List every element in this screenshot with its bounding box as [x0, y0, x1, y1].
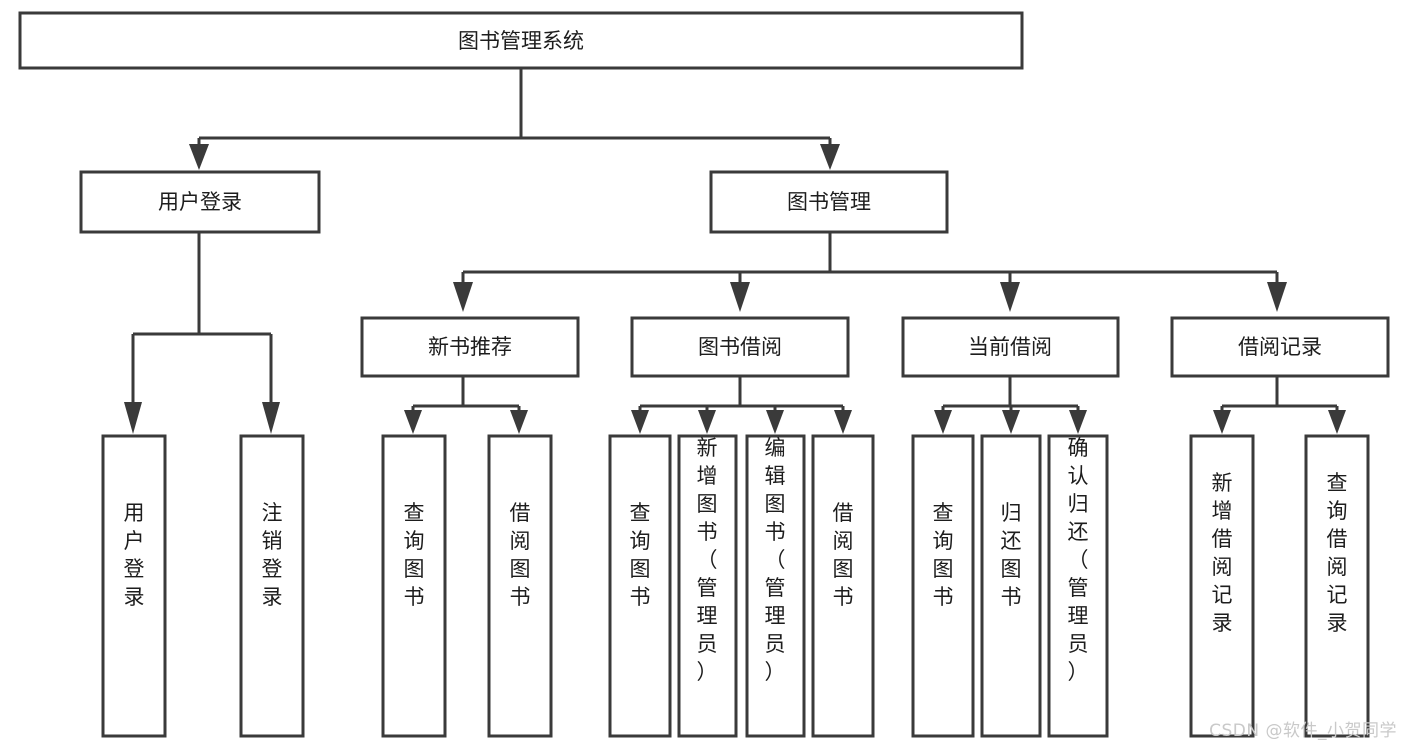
node-borrow-record-box[interactable] — [1170, 316, 1390, 378]
node-leaf-borrow-book-2-box[interactable] — [811, 434, 875, 738]
node-leaf-logout-login-label: 注销登录 — [262, 501, 283, 609]
node-root[interactable]: 图书管理系统 — [18, 11, 1024, 70]
node-leaf-query-borrow-record-label: 查询借阅记录 — [1327, 471, 1348, 635]
node-leaf-confirm-return-label: 确认归还（管理员） — [1068, 436, 1089, 684]
node-leaf-edit-book-box[interactable] — [745, 434, 806, 738]
arrow-to-book-borrow — [730, 282, 750, 312]
node-leaf-add-book[interactable]: 新增图书（管理员） — [677, 434, 738, 738]
node-leaf-query-book-1[interactable]: 查询图书 — [381, 434, 447, 738]
node-current-borrow[interactable]: 当前借阅 — [901, 316, 1120, 378]
node-leaf-logout-login[interactable]: 注销登录 — [239, 434, 305, 738]
node-leaf-edit-book-label: 编辑图书（管理员） — [765, 436, 786, 684]
node-current-borrow-label: 当前借阅 — [968, 335, 1052, 359]
node-leaf-query-book-2-box[interactable] — [608, 434, 672, 738]
node-new-book-recommend[interactable]: 新书推荐 — [360, 316, 580, 378]
node-leaf-return-book-label: 归还图书 — [1001, 501, 1022, 609]
node-leaf-query-borrow-record[interactable]: 查询借阅记录 — [1304, 434, 1370, 738]
node-leaf-query-book-3[interactable]: 查询图书 — [911, 434, 975, 738]
arrow-to-book-management — [820, 144, 840, 170]
arrow-to-leaf-borrow-book-2 — [834, 410, 852, 434]
node-leaf-confirm-return[interactable]: 确认归还（管理员） — [1047, 434, 1109, 738]
arrow-to-leaf-confirm-return — [1069, 410, 1087, 434]
node-leaf-logout-login-box[interactable] — [239, 434, 305, 738]
node-leaf-query-book-2[interactable]: 查询图书 — [608, 434, 672, 738]
arrow-to-leaf-add-book — [698, 410, 716, 434]
arrow-to-leaf-query-borrow-record — [1328, 410, 1346, 434]
node-leaf-add-book-box[interactable] — [677, 434, 738, 738]
node-leaf-borrow-book-1-label: 借阅图书 — [510, 501, 531, 609]
arrow-to-current-borrow — [1000, 282, 1020, 312]
node-user-login-box[interactable] — [79, 170, 321, 234]
arrow-to-new-book-recommend — [453, 282, 473, 312]
connector-group-root — [189, 68, 840, 170]
node-user-login[interactable]: 用户登录 — [79, 170, 321, 234]
node-leaf-confirm-return-box[interactable] — [1047, 434, 1109, 738]
arrow-to-leaf-query-book-1 — [404, 410, 422, 434]
node-book-management[interactable]: 图书管理 — [709, 170, 949, 234]
node-leaf-borrow-book-1[interactable]: 借阅图书 — [487, 434, 553, 738]
node-root-label: 图书管理系统 — [458, 29, 584, 53]
csdn-watermark: CSDN @软件_小贺同学 — [1209, 721, 1397, 741]
connector-group-borrow-record — [1213, 377, 1346, 434]
node-leaf-query-book-2-label: 查询图书 — [630, 501, 651, 609]
node-leaf-query-book-3-label: 查询图书 — [933, 501, 954, 609]
node-new-book-recommend-box[interactable] — [360, 316, 580, 378]
node-current-borrow-box[interactable] — [901, 316, 1120, 378]
node-new-book-recommend-label: 新书推荐 — [428, 335, 512, 359]
node-root-box[interactable] — [18, 11, 1024, 70]
node-book-management-label: 图书管理 — [787, 190, 871, 214]
node-leaf-add-borrow-record-label: 新增借阅记录 — [1212, 471, 1233, 635]
node-leaf-add-borrow-record-box[interactable] — [1189, 434, 1255, 738]
node-leaf-query-book-1-box[interactable] — [381, 434, 447, 738]
arrow-to-leaf-return-book — [1002, 410, 1020, 434]
node-leaf-user-login[interactable]: 用户登录 — [101, 434, 167, 738]
arrow-to-leaf-query-book-2 — [631, 410, 649, 434]
node-leaf-edit-book[interactable]: 编辑图书（管理员） — [745, 434, 806, 738]
node-user-login-label: 用户登录 — [158, 190, 242, 214]
arrow-to-leaf-logout-login — [262, 402, 280, 434]
node-leaf-add-book-label: 新增图书（管理员） — [697, 436, 718, 684]
arrow-to-leaf-query-book-3 — [934, 410, 952, 434]
node-leaf-query-borrow-record-box[interactable] — [1304, 434, 1370, 738]
node-leaf-borrow-book-2[interactable]: 借阅图书 — [811, 434, 875, 738]
node-borrow-record[interactable]: 借阅记录 — [1170, 316, 1390, 378]
node-book-management-box[interactable] — [709, 170, 949, 234]
arrow-to-borrow-record — [1267, 282, 1287, 312]
node-book-borrow-label: 图书借阅 — [698, 335, 782, 359]
node-leaf-add-borrow-record[interactable]: 新增借阅记录 — [1189, 434, 1255, 738]
node-leaf-borrow-book-2-label: 借阅图书 — [833, 501, 854, 609]
node-leaf-borrow-book-1-box[interactable] — [487, 434, 553, 738]
node-leaf-user-login-label: 用户登录 — [124, 501, 145, 609]
connector-group-user-login — [124, 232, 280, 434]
arrow-to-user-login — [189, 144, 209, 170]
arrow-to-leaf-add-borrow-record — [1213, 410, 1231, 434]
connector-group-current-borrow — [934, 377, 1087, 434]
node-leaf-query-book-3-box[interactable] — [911, 434, 975, 738]
connector-group-book-management — [453, 232, 1287, 312]
connector-group-book-borrow — [631, 377, 852, 434]
node-book-borrow[interactable]: 图书借阅 — [630, 316, 850, 378]
node-book-borrow-box[interactable] — [630, 316, 850, 378]
arrow-to-leaf-edit-book — [766, 410, 784, 434]
node-borrow-record-label: 借阅记录 — [1238, 335, 1322, 359]
connector-group-new-book-recommend — [404, 377, 528, 434]
node-leaf-query-book-1-label: 查询图书 — [404, 501, 425, 609]
node-leaf-user-login-box[interactable] — [101, 434, 167, 738]
node-leaf-return-book[interactable]: 归还图书 — [980, 434, 1042, 738]
arrow-to-leaf-user-login — [124, 402, 142, 434]
node-leaf-return-book-box[interactable] — [980, 434, 1042, 738]
arrow-to-leaf-borrow-book-1 — [510, 410, 528, 434]
